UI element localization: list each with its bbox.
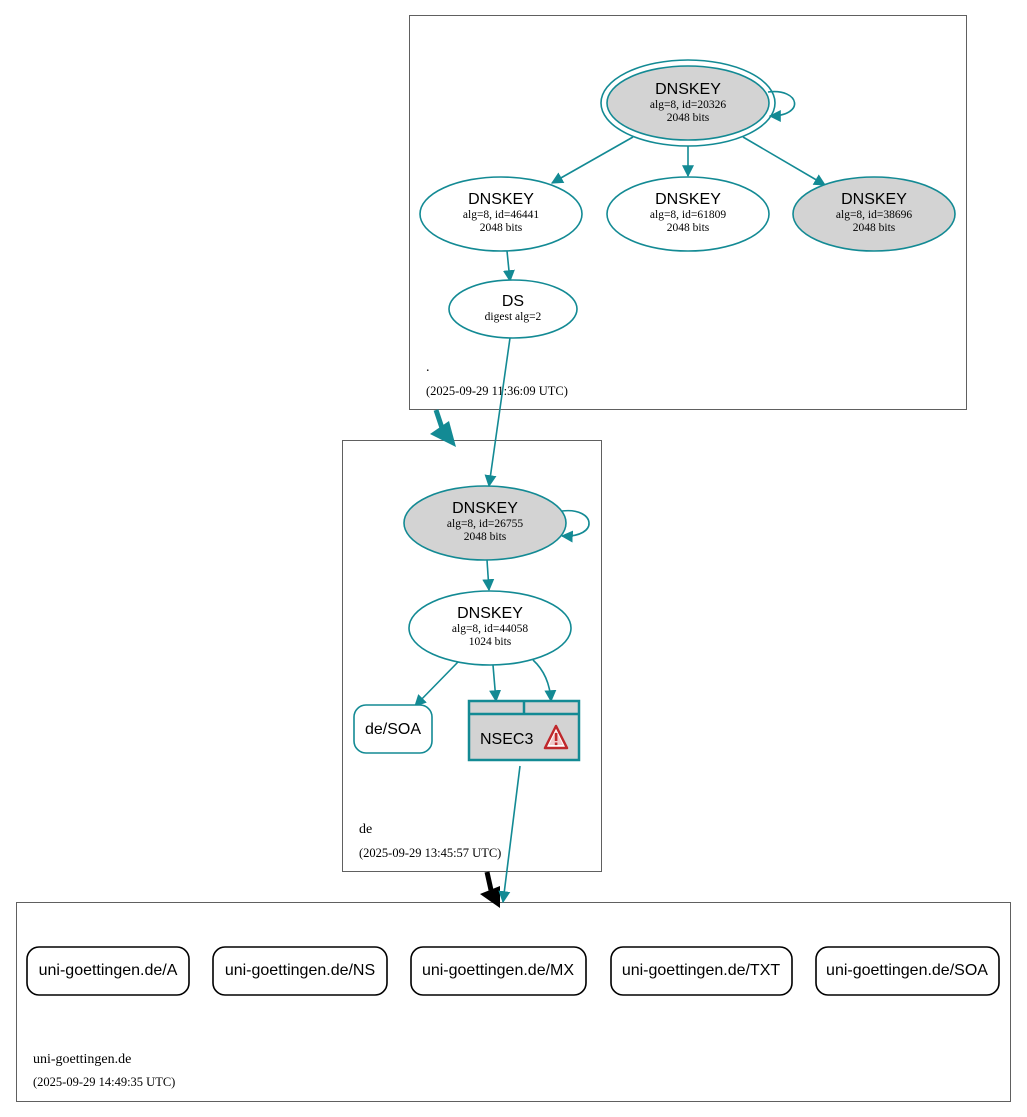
- node-key-info: alg=8, id=26755: [447, 518, 523, 530]
- delegation-arrowhead: [430, 421, 456, 447]
- node-label: uni-goettingen.de/SOA: [826, 962, 988, 979]
- node-title: DNSKEY: [841, 191, 907, 208]
- edge-de-zsk-to-soa: [414, 661, 459, 707]
- node-title: DNSKEY: [468, 191, 534, 208]
- node-title: DS: [502, 293, 524, 310]
- node-key-size: 2048 bits: [464, 531, 507, 543]
- node-box: [353, 704, 433, 754]
- root-ds-node[interactable]: DS digest alg=2: [448, 279, 578, 339]
- node-box: [610, 946, 793, 996]
- rrset-uni-a[interactable]: uni-goettingen.de/A: [26, 946, 190, 996]
- rrset-uni-mx[interactable]: uni-goettingen.de/MX: [410, 946, 587, 996]
- root-zsk1-node[interactable]: DNSKEY alg=8, id=46441 2048 bits: [419, 176, 583, 252]
- zone-root-border: [409, 15, 967, 410]
- rrset-uni-ns[interactable]: uni-goettingen.de/NS: [212, 946, 388, 996]
- zone-root-timestamp: (2025-09-29 11:36:09 UTC): [426, 384, 568, 398]
- node-title: DNSKEY: [655, 81, 721, 98]
- edge-nsec3-to-uni-zone: [498, 765, 521, 904]
- edge-de-ksk-self: [560, 509, 590, 543]
- node-label: uni-goettingen.de/NS: [225, 962, 375, 979]
- node-key-size: 2048 bits: [853, 222, 896, 234]
- node-key-info: alg=8, id=46441: [463, 209, 539, 221]
- node-ellipse: [403, 485, 567, 561]
- node-key-size: 2048 bits: [667, 222, 710, 234]
- node-label: uni-goettingen.de/MX: [422, 962, 574, 979]
- delegation-edge: [484, 871, 494, 891]
- zone-uni-goettingen: uni-goettingen.de (2025-09-29 14:49:35 U…: [16, 902, 1011, 1102]
- delegation-arrowhead: [480, 886, 500, 908]
- root-ksk-node[interactable]: DNSKEY alg=8, id=20326 2048 bits: [600, 59, 776, 147]
- zone-root: . (2025-09-29 11:36:09 UTC): [409, 15, 967, 410]
- node-box: [410, 946, 587, 996]
- zone-uni-timestamp: (2025-09-29 14:49:35 UTC): [33, 1075, 175, 1089]
- edge-de-zsk-to-nsec3-a: [489, 664, 502, 703]
- node-key-size: 1024 bits: [469, 636, 512, 648]
- node-label: de/SOA: [365, 721, 421, 738]
- edge-root-ksk-to-ksk2: [742, 136, 827, 186]
- rrset-uni-txt[interactable]: uni-goettingen.de/TXT: [610, 946, 793, 996]
- node-key-size: 2048 bits: [480, 222, 523, 234]
- node-title: DNSKEY: [655, 191, 721, 208]
- de-nsec3-node[interactable]: NSEC3: [467, 699, 581, 762]
- node-digest-info: digest alg=2: [485, 311, 542, 323]
- node-box: [26, 946, 190, 996]
- node-box: [815, 946, 1000, 996]
- edge-root-ksk-self: [767, 90, 796, 122]
- edge-de-ksk-to-zsk: [482, 559, 495, 592]
- de-zsk-node[interactable]: DNSKEY alg=8, id=44058 1024 bits: [408, 590, 572, 666]
- node-ellipse: [792, 176, 956, 252]
- node-key-info: alg=8, id=61809: [650, 209, 726, 221]
- root-zsk2-node[interactable]: DNSKEY alg=8, id=61809 2048 bits: [606, 176, 770, 252]
- zone-de-border: [342, 440, 602, 872]
- delegation-edge: [433, 409, 445, 429]
- delegation-de-to-uni: [480, 871, 500, 908]
- de-ksk-node[interactable]: DNSKEY alg=8, id=26755 2048 bits: [403, 485, 567, 561]
- node-ellipse: [606, 176, 770, 252]
- signature-edges: [414, 90, 827, 904]
- node-title: DNSKEY: [457, 605, 523, 622]
- zone-de-label: de: [359, 822, 372, 837]
- ksk-outer-ring: [600, 59, 776, 147]
- edge-root-ksk-to-zsk1: [550, 136, 634, 184]
- node-ellipse: [408, 590, 572, 666]
- delegation-root-to-de: [430, 409, 456, 447]
- de-soa-node[interactable]: de/SOA: [353, 704, 433, 754]
- root-ksk2-node[interactable]: DNSKEY alg=8, id=38696 2048 bits: [792, 176, 956, 252]
- zone-uni-border: [16, 902, 1011, 1102]
- edge-root-zsk1-to-ds: [502, 250, 515, 283]
- edge-de-zsk-to-nsec3-b: [532, 659, 557, 703]
- zone-root-label: .: [426, 360, 430, 375]
- node-key-size: 2048 bits: [667, 112, 710, 124]
- node-label: NSEC3: [480, 731, 533, 748]
- warning-icon: [543, 724, 569, 750]
- node-ellipse: [419, 176, 583, 252]
- node-key-info: alg=8, id=44058: [452, 623, 528, 635]
- node-label: uni-goettingen.de/A: [39, 962, 178, 979]
- node-ellipse: [606, 65, 770, 141]
- node-ellipse: [448, 279, 578, 339]
- rrset-uni-soa[interactable]: uni-goettingen.de/SOA: [815, 946, 1000, 996]
- node-key-info: alg=8, id=38696: [836, 209, 912, 221]
- node-title: DNSKEY: [452, 500, 518, 517]
- zone-uni-label: uni-goettingen.de: [33, 1052, 131, 1067]
- node-label: uni-goettingen.de/TXT: [622, 962, 781, 979]
- zone-de: de (2025-09-29 13:45:57 UTC): [342, 440, 602, 872]
- node-box: [212, 946, 388, 996]
- zone-de-timestamp: (2025-09-29 13:45:57 UTC): [359, 846, 501, 860]
- edge-ds-to-de-ksk: [484, 337, 511, 488]
- node-key-info: alg=8, id=20326: [650, 99, 726, 111]
